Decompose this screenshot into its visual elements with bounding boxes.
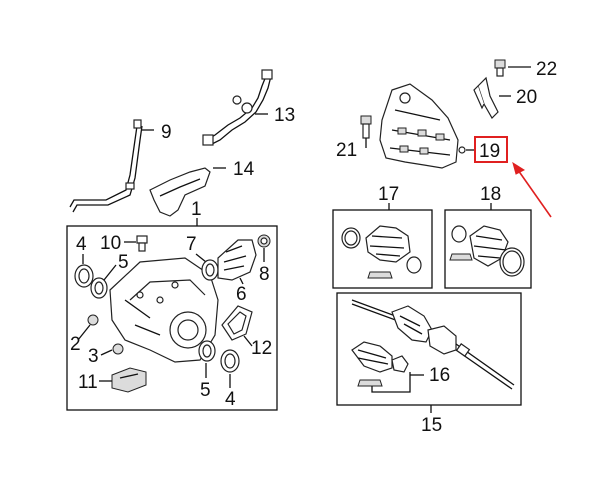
- differential-housing: [109, 257, 219, 363]
- heat-shield-14: 14: [149, 159, 255, 217]
- callout-9[interactable]: 9: [161, 122, 172, 143]
- mount-bracket-11: [111, 367, 147, 393]
- callout-4-bottom[interactable]: 4: [225, 389, 236, 410]
- boot-kit-17-group: 17: [332, 184, 433, 289]
- drive-shaft-15-box: [336, 292, 522, 406]
- callout-17[interactable]: 17: [378, 184, 399, 205]
- differential-assembly-group: 1 4 5 10 2: [66, 199, 278, 411]
- callout-12[interactable]: 12: [251, 338, 272, 359]
- callout-4-top[interactable]: 4: [76, 234, 87, 255]
- callout-19[interactable]: 19: [479, 141, 500, 162]
- callout-19-highlight: [474, 136, 508, 163]
- callout-22[interactable]: 22: [536, 59, 557, 80]
- bolt-22: 22: [494, 59, 557, 80]
- callout-5-bottom[interactable]: 5: [200, 380, 211, 401]
- clamp-20: 20: [473, 76, 537, 119]
- callout-14[interactable]: 14: [233, 159, 255, 180]
- callout-10[interactable]: 10: [100, 233, 121, 254]
- highlight-arrow-head: [512, 161, 526, 175]
- bolt-10: [136, 235, 148, 252]
- callout-16[interactable]: 16: [429, 365, 450, 386]
- boot-kit-17-box: [332, 209, 433, 289]
- callout-18[interactable]: 18: [480, 184, 501, 205]
- callout-21[interactable]: 21: [336, 140, 357, 161]
- differential-box: [66, 225, 278, 411]
- boot-kit-18-group: 18: [444, 184, 532, 289]
- vent-hose-9: 9: [69, 119, 172, 213]
- callout-20[interactable]: 20: [516, 87, 537, 108]
- boot-6: [217, 239, 257, 281]
- plug-2: [87, 314, 99, 326]
- boot-kit-18-box: [444, 209, 532, 289]
- callout-6[interactable]: 6: [236, 284, 247, 305]
- callout-5-top[interactable]: 5: [118, 252, 129, 273]
- drive-shaft-15-group: 15 16: [336, 292, 522, 436]
- gasket-12: [221, 305, 253, 341]
- callout-2[interactable]: 2: [70, 334, 81, 355]
- plug-3: [112, 343, 124, 355]
- callout-15[interactable]: 15: [421, 415, 442, 436]
- mount-bracket-19: 19: [379, 83, 552, 218]
- callout-11[interactable]: 11: [78, 372, 98, 393]
- callout-3[interactable]: 3: [88, 346, 99, 367]
- callout-13[interactable]: 13: [274, 105, 295, 126]
- callout-1[interactable]: 1: [191, 199, 202, 220]
- callout-8[interactable]: 8: [259, 264, 270, 285]
- wiring-harness-13: 13: [202, 69, 295, 146]
- bolt-21: 21: [336, 115, 372, 161]
- highlight-arrow-shaft: [517, 169, 552, 218]
- callout-7[interactable]: 7: [186, 234, 197, 255]
